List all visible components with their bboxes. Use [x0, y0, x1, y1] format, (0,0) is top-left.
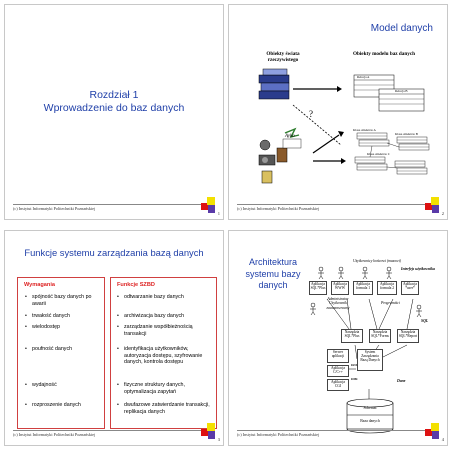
slide-2: Model danych Obiekty świata rzeczywisteg…: [228, 4, 448, 220]
slide-2-title: Model danych: [370, 23, 433, 34]
svg-text:Ayko: Ayko: [284, 134, 295, 139]
requirement-item: spójność bazy danych po awarii: [25, 294, 102, 307]
app-box: Aplikacja formula 1: [353, 281, 373, 295]
function-item: archiwizacja bazy danych: [117, 313, 214, 320]
dml-label: DML: [351, 377, 359, 381]
slide-1-title: Rozdział 1 Wprowadzenie do baz danych: [25, 89, 203, 115]
interfaces-label: Interfejs użytkownika: [401, 267, 435, 271]
logo-icon: [425, 423, 439, 439]
chapter-label: Rozdział 1: [89, 89, 139, 101]
page-number: 1: [217, 211, 220, 216]
functions-heading: Funkcje SZBD: [117, 282, 155, 288]
function-item: dwufazowe zatwierdzanie transakcji, repl…: [117, 402, 214, 415]
logo-icon: [201, 197, 215, 213]
requirement-item: poufność danych: [25, 346, 102, 353]
question-mark: ?: [309, 109, 313, 119]
database-icon: [346, 398, 394, 434]
slide-3-title: Funkcje systemu zarządzania bazą danych: [24, 247, 204, 258]
relation-a-label: Relacja A: [357, 75, 370, 79]
real-objects-icon: [258, 127, 302, 184]
function-item: identyfikacja użytkowników, autoryzacja …: [117, 346, 214, 366]
dane-label: Dane: [397, 379, 406, 383]
logo-icon: [425, 197, 439, 213]
slide-3: Funkcje systemu zarządzania bazą danych …: [4, 230, 224, 446]
class-b-label: Klasa obiektów B: [395, 132, 418, 136]
database-label: Baza danych: [360, 419, 380, 423]
tool-box: Narzędzia SQL*Plus: [341, 329, 363, 343]
slide-4: Architektura systemu bazy danych: [228, 230, 448, 446]
programmers-label: Programiści: [381, 301, 400, 305]
requirement-item: wielodostęp: [25, 324, 102, 331]
users-icons: [310, 266, 422, 318]
ddl-label: DDL: [351, 363, 358, 367]
class-c-label: Klasa obiektów C: [367, 152, 390, 156]
page-number: 2: [441, 211, 444, 216]
slide-4-title: Architektura systemu bazy danych: [245, 257, 301, 290]
footer-text: (c) Instytut Informatyki Politechniki Po…: [237, 432, 320, 437]
app-box: Aplikacja formula 2: [377, 281, 397, 295]
szbd-box: System Zarządzania Bazą Danych: [357, 349, 383, 371]
slide-1: Rozdział 1 Wprowadzenie do baz danych (c…: [4, 4, 224, 220]
app-box: Aplikacja WWW: [331, 281, 349, 295]
users-label: Użytkownicy końcowi (masowi): [352, 259, 402, 263]
footer-line: [13, 430, 205, 431]
footer-line: [237, 204, 429, 205]
app-box: Aplikacja *user*: [401, 281, 419, 295]
relation-b-label: Relacja B: [395, 89, 408, 93]
tool-box: Narzędzia SQL*Report: [397, 329, 419, 343]
footer-text: (c) Instytut Informatyki Politechniki Po…: [237, 206, 320, 211]
function-item: fizyczne struktury danych, optymalizacja…: [117, 382, 214, 395]
function-item: zarządzanie współbieżnością transakcji: [117, 324, 214, 337]
page-number: 4: [441, 437, 444, 442]
requirement-item: rozproszenie danych: [25, 402, 102, 409]
page-number: 3: [217, 437, 220, 442]
class-a-label: Klasa obiektów A: [353, 128, 376, 132]
requirements-column: Wymagania spójność bazy danych po awarii…: [17, 277, 105, 429]
requirement-item: wydajność: [25, 382, 102, 389]
logo-icon: [201, 423, 215, 439]
tool-box: Narzędzia SQL*Forms: [369, 329, 391, 343]
requirements-heading: Wymagania: [24, 282, 55, 288]
app-box: Aplikacja SQL*Plus: [309, 281, 327, 295]
footer-text: (c) Instytut Informatyki Politechniki Po…: [13, 206, 96, 211]
requirement-item: trwałość danych: [25, 313, 102, 320]
footer-line: [237, 430, 429, 431]
app-cgi-box: Aplikacja CGI: [327, 379, 349, 391]
server-box: Serwer aplikacji: [327, 349, 349, 363]
schema-label: Schemat: [363, 406, 377, 410]
app-c-box: Aplikacja C/C++: [327, 365, 349, 377]
footer-text: (c) Instytut Informatyki Politechniki Po…: [13, 432, 96, 437]
function-item: odtwarzanie bazy danych: [117, 294, 214, 301]
admin-label: Administrator Użytkownik zaawansowany: [326, 297, 350, 310]
chapter-title: Wprowadzenie do baz danych: [43, 102, 185, 114]
header-db-model: Obiekty modelu baz danych: [352, 51, 416, 57]
header-real-world: Obiekty świata rzeczywistego: [266, 51, 300, 63]
data-model-diagram: Ayko: [258, 68, 430, 184]
functions-column: Funkcje SZBD odtwarzanie bazy danych arc…: [110, 277, 217, 429]
books-icon: [258, 68, 290, 100]
sql-label: SQL: [421, 319, 429, 323]
footer-line: [13, 204, 205, 205]
